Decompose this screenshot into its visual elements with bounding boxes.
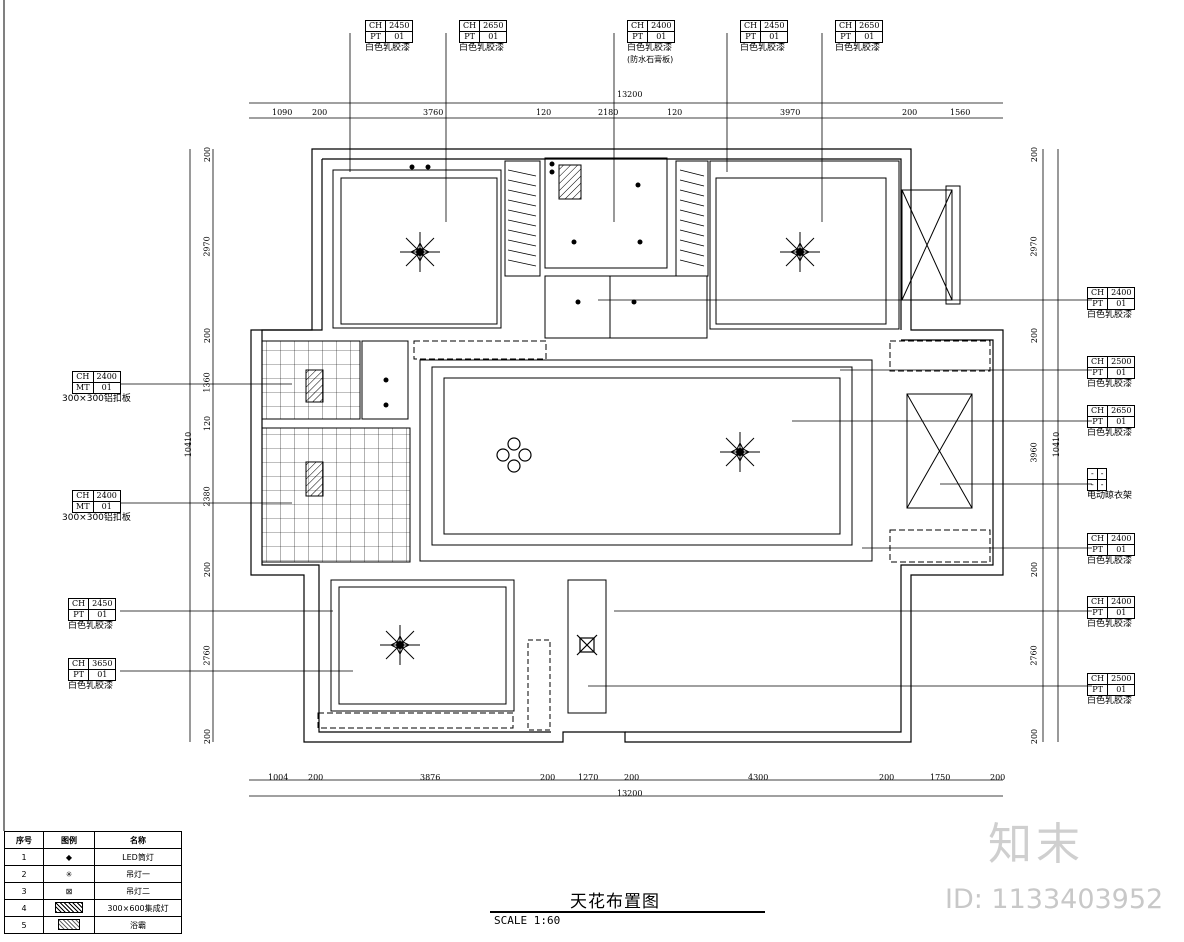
dim-right-seg: 3960: [1029, 442, 1039, 463]
dim-left-seg: 200: [203, 146, 213, 163]
dim-top-seg: 200: [902, 108, 918, 117]
legend-row: 3 ⊠ 吊灯二: [4, 882, 182, 900]
dim-top-seg: 1090: [272, 108, 293, 117]
dim-left-total: 10410: [184, 431, 194, 458]
title-underline: [490, 911, 765, 913]
legend-table: 序号 图例 名称 1 ◆ LED筒灯 2 ✳ 吊灯一 3 ⊠ 吊灯二 4 300…: [4, 831, 182, 934]
pendant-lamp-2-icon: ⊠: [65, 886, 73, 896]
dim-right-seg: 200: [1030, 327, 1040, 344]
dim-bottom-seg: 3876: [420, 773, 441, 782]
dim-left-seg: 2970: [202, 236, 212, 257]
dim-left-seg: 2380: [202, 486, 212, 507]
led-spot-icon: ◆: [65, 852, 73, 862]
watermark-id: ID: 1133403952: [945, 884, 1164, 915]
dim-bottom-seg: 200: [540, 773, 556, 782]
dim-right-seg: 200: [1030, 728, 1040, 745]
drawing-title: 天花布置图: [570, 892, 660, 912]
legend-row: 5 浴霸: [4, 916, 182, 934]
dim-bottom-seg: 4300: [748, 773, 769, 782]
dim-right-seg: 2970: [1029, 236, 1039, 257]
dim-bottom-seg: 200: [990, 773, 1006, 782]
dim-bottom-seg: 200: [879, 773, 895, 782]
dim-left-seg: 2760: [202, 645, 212, 666]
pendant-lamp-1-icon: ✳: [65, 869, 73, 879]
dim-top-seg: 120: [667, 108, 683, 117]
legend-row: 1 ◆ LED筒灯: [4, 848, 182, 866]
dim-left-seg: 120: [203, 415, 213, 432]
drawing-scale: SCALE 1:60: [494, 914, 561, 927]
legend-row: 4 300×600集成灯: [4, 899, 182, 917]
dim-top-seg: 2180: [598, 108, 619, 117]
dim-top-seg: 120: [536, 108, 552, 117]
watermark-logo: 知末: [988, 819, 1084, 870]
dim-bottom-seg: 200: [308, 773, 324, 782]
dim-top-seg: 3760: [423, 108, 444, 117]
dim-bottom-total: 13200: [617, 789, 643, 798]
dim-top-seg: 1560: [950, 108, 971, 117]
dim-right-seg: 200: [1030, 146, 1040, 163]
dim-right-seg: 2760: [1029, 645, 1039, 666]
legend-header: 名称: [94, 831, 182, 849]
bath-heater-icon: [58, 918, 80, 930]
legend-row: 2 ✳ 吊灯一: [4, 865, 182, 883]
dim-bottom-seg: 1004: [268, 773, 289, 782]
dim-bottom-seg: 200: [624, 773, 640, 782]
dim-top-seg: 3970: [780, 108, 801, 117]
dim-top-total: 13200: [617, 90, 643, 99]
integrated-lamp-icon: [55, 901, 83, 913]
dim-bottom-seg: 1270: [578, 773, 599, 782]
dim-bottom-seg: 1750: [930, 773, 951, 782]
legend-header: 序号: [4, 831, 44, 849]
dim-right-total: 10410: [1052, 431, 1062, 458]
dim-left-seg: 200: [203, 728, 213, 745]
dim-left-seg: 200: [203, 561, 213, 578]
dim-right-seg: 200: [1030, 561, 1040, 578]
dim-left-seg: 200: [203, 327, 213, 344]
dim-top-seg: 200: [312, 108, 328, 117]
ceiling-tag: ----电动晾衣架: [1087, 468, 1133, 501]
legend-header: 图例: [43, 831, 95, 849]
dim-left-seg: 1360: [202, 372, 212, 393]
